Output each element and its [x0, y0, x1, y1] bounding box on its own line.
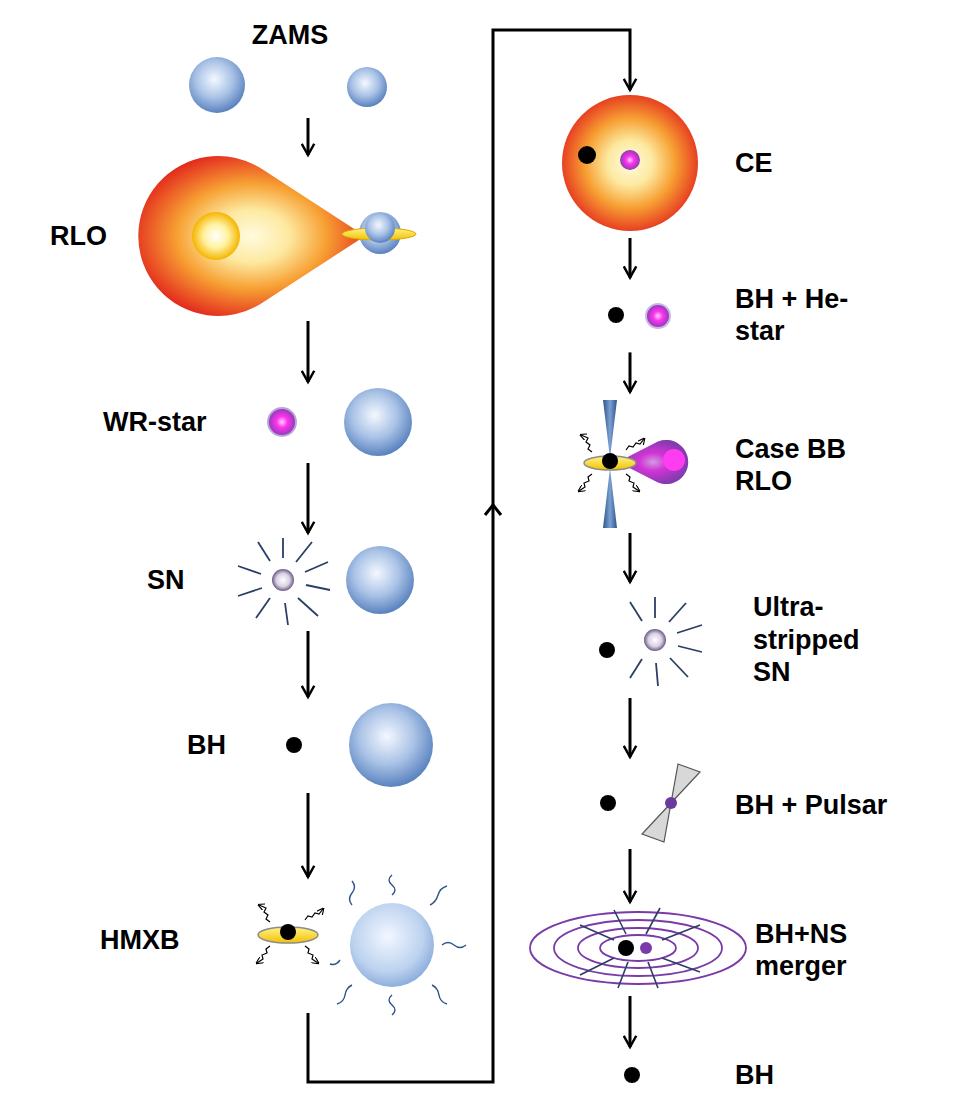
arrowhead [485, 505, 501, 515]
stage-label: RLO [50, 220, 130, 252]
flow-arrow [630, 849, 631, 902]
stage-label: BH+NS merger [755, 918, 890, 983]
flow-line [629, 849, 632, 902]
stage-node: HMXB [95, 880, 475, 1010]
flow-line [307, 463, 310, 533]
flow-line [629, 698, 632, 757]
stage-node: WR-star [95, 385, 415, 460]
stage-label: BH + He-star [735, 283, 870, 348]
flow-line [629, 996, 632, 1047]
flow-arrow [630, 533, 631, 582]
stage-node: RLO [40, 158, 420, 318]
stage-node: Case BB RLO [565, 395, 867, 530]
stage-label: BH [735, 1059, 795, 1091]
stage-node: BH+NS merger [525, 905, 892, 993]
stage-node: SN [140, 536, 420, 628]
flow-arrow [308, 30, 630, 1082]
stage-node: ZAMS [180, 15, 400, 115]
stage-label: WR-star [103, 406, 228, 438]
flow-arrow [630, 996, 631, 1047]
flow-arrow [308, 321, 309, 382]
flow-arrow [630, 238, 631, 278]
flow-line [307, 631, 310, 697]
flow-line [307, 118, 310, 155]
stage-label: CE [735, 147, 795, 179]
flow-line [629, 352, 632, 392]
stage-label: HMXB [100, 924, 200, 956]
flow-arrow [308, 793, 309, 877]
stage-label: Case BB RLO [735, 433, 865, 498]
stage-label: BH [187, 729, 242, 761]
stage-node: Ultra-stripped SN [595, 585, 890, 695]
stage-node: BH [610, 1050, 800, 1100]
stage-label: BH + Pulsar [735, 789, 923, 821]
stage-label: Ultra-stripped SN [753, 591, 888, 688]
flow-line [629, 238, 632, 278]
stage-label: SN [147, 564, 207, 596]
flow-line [629, 533, 632, 582]
flow-line [308, 30, 630, 1082]
flow-arrow [308, 118, 309, 155]
stage-node: BH + He-star [600, 281, 872, 350]
flow-line [307, 793, 310, 877]
stage-label: ZAMS [225, 19, 355, 51]
stage-node: BH [180, 700, 440, 790]
flow-line [307, 321, 310, 382]
flow-arrow [308, 463, 309, 533]
flow-arrow [630, 698, 631, 757]
flow-arrow [630, 352, 631, 392]
stage-node: BH + Pulsar [595, 760, 925, 846]
stage-node: CE [560, 93, 797, 235]
flow-arrow [308, 631, 309, 697]
